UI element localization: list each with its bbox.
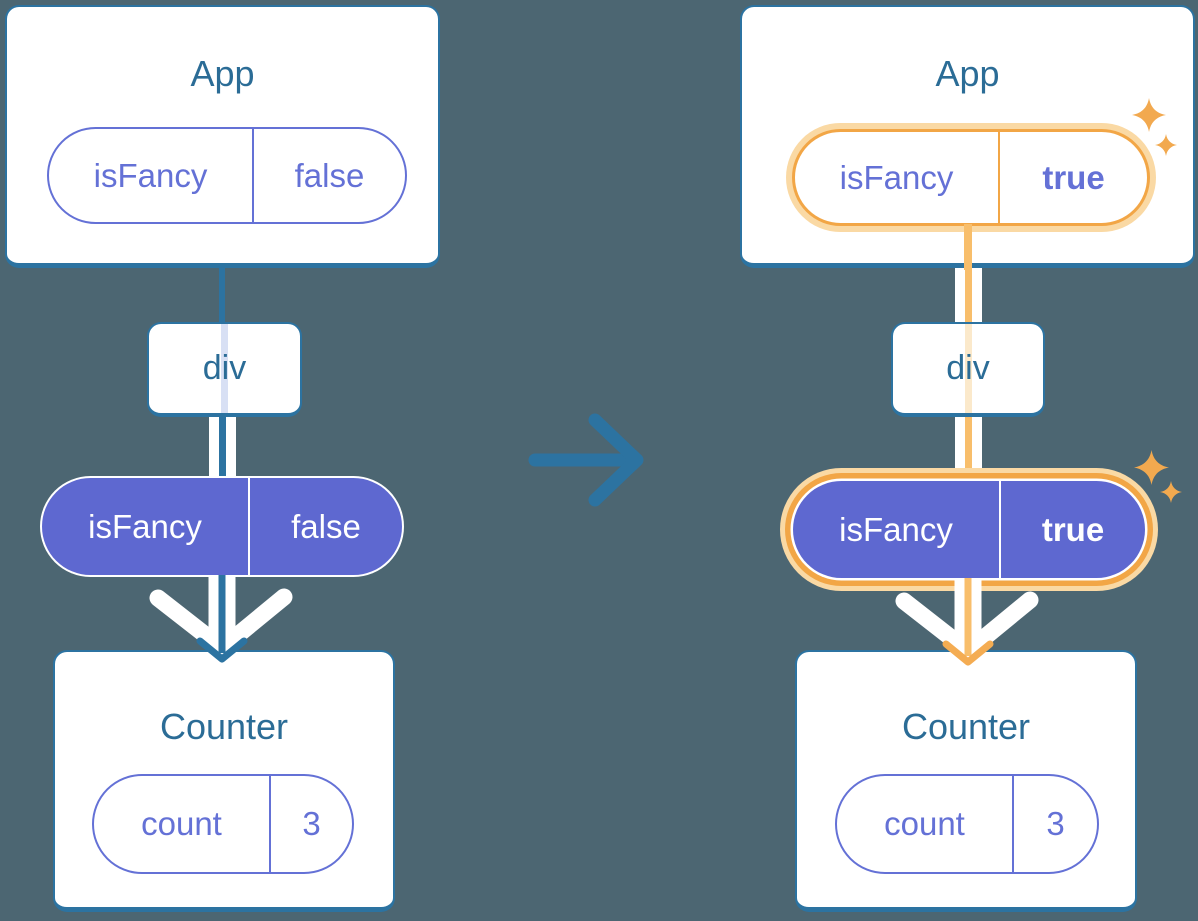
- div-label: div: [202, 349, 247, 387]
- app-card: App isFancy false: [5, 5, 440, 268]
- tree-before: App isFancy false div isFancy false Coun…: [5, 5, 440, 916]
- arrow-down-icon: [895, 578, 1039, 666]
- state-pipe: [955, 417, 982, 481]
- tree-edge: [219, 268, 225, 322]
- state-line: [964, 224, 972, 270]
- counter-title: Counter: [159, 706, 289, 747]
- state-value: 3: [1012, 776, 1097, 872]
- prop-pill: isFancy false: [42, 478, 402, 575]
- prop-pill-highlighted: isFancy true: [793, 481, 1145, 578]
- div-card: div: [147, 322, 302, 417]
- counter-card: Counter count 3: [53, 650, 395, 912]
- tree-edge: [219, 417, 226, 478]
- sparkle-large-icon: [1134, 450, 1169, 485]
- div-card: div: [891, 322, 1045, 417]
- counter-state-pill: count 3: [92, 774, 354, 874]
- state-key: isFancy: [93, 156, 208, 194]
- counter-card: Counter count 3: [795, 650, 1137, 912]
- app-title: App: [935, 53, 1000, 94]
- arrow-down-icon: [149, 575, 293, 663]
- state-key: count: [884, 805, 965, 842]
- app-title: App: [190, 53, 255, 94]
- app-state-pill: isFancy false: [47, 127, 407, 224]
- state-line: [965, 268, 972, 322]
- sparkle-large-icon: [1132, 98, 1166, 132]
- prop-key: isFancy: [839, 510, 953, 548]
- state-key: count: [141, 805, 222, 842]
- state-value: 3: [269, 776, 352, 872]
- prop-value: true: [999, 481, 1145, 578]
- counter-state-pill: count 3: [835, 774, 1099, 874]
- div-label: div: [946, 349, 990, 387]
- prop-key: isFancy: [88, 507, 202, 545]
- state-line: [965, 417, 972, 481]
- app-state-pill-highlighted: isFancy true: [792, 129, 1150, 226]
- state-key: isFancy: [839, 158, 954, 196]
- arrow-right-icon: [528, 413, 644, 507]
- sparkle-small-icon: [1155, 134, 1177, 156]
- state-pass-through-line: [221, 324, 228, 413]
- state-pass-through-line: [964, 324, 972, 413]
- prop-value: false: [248, 478, 402, 575]
- sparkle-small-icon: [1160, 481, 1182, 503]
- state-pipe: [209, 417, 236, 478]
- state-value: true: [998, 132, 1147, 223]
- state-value: false: [252, 129, 405, 222]
- counter-title: Counter: [901, 706, 1031, 747]
- tree-after: App isFancy true div isFancy true Counte…: [740, 5, 1195, 916]
- state-pipe: [955, 268, 982, 322]
